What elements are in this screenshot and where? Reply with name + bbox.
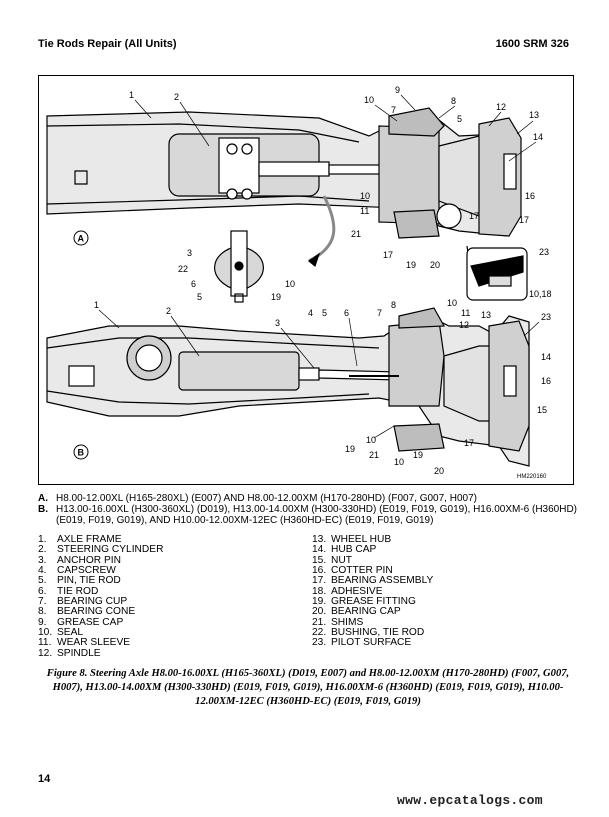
callout-number: 16	[541, 376, 551, 386]
callout-number: 8	[451, 96, 456, 106]
callout-number: 2	[166, 306, 171, 316]
callout-number: 20	[434, 466, 444, 476]
legend-item: 1.AXLE FRAME	[38, 534, 122, 545]
legend-item: 23.PILOT SURFACE	[312, 637, 412, 649]
legend-item: 15.NUT	[312, 554, 352, 566]
view-b-label: B	[78, 448, 85, 458]
callout-number: 7	[377, 308, 382, 318]
legend-item: 13.WHEEL HUB	[312, 534, 392, 545]
legend-item: 21.SHIMS	[312, 616, 364, 628]
callout-number: 23	[539, 247, 549, 257]
callout-number: 19	[345, 444, 355, 454]
legend-item: 10.SEAL	[38, 627, 84, 639]
view-a-label: A	[78, 234, 85, 244]
callout-number: 5	[197, 292, 202, 302]
variant-letter: A.	[38, 493, 48, 504]
callout-number: 3	[275, 318, 280, 328]
page-number: 14	[38, 773, 51, 785]
callout-number: 17	[519, 215, 529, 225]
callout-number: 14	[541, 352, 551, 362]
legend-item: 18.ADHESIVE	[312, 585, 383, 597]
legend-item: 3.ANCHOR PIN	[38, 554, 121, 566]
callout-number: 15	[537, 405, 547, 415]
legend-item: 5.PIN, TIE ROD	[38, 575, 121, 587]
callout-number: 23	[541, 312, 551, 322]
legend-item: 2.STEERING CYLINDER	[38, 544, 164, 556]
model-variants: A. H8.00-12.00XL (H165-280XL) (E007) AND…	[38, 493, 578, 526]
legend-item: 16.COTTER PIN	[312, 565, 393, 577]
variant-b: B. H13.00-16.00XL (H300-360XL) (D019), H…	[38, 504, 578, 526]
callout-number: 1	[129, 90, 134, 100]
callout-number: 7	[391, 105, 396, 115]
callout-number: 13	[529, 110, 539, 120]
variant-letter: B.	[38, 504, 48, 515]
axle-drawing: A B 1 2 10 9 8 7 5 12 13 14 16 17 17 10 …	[46, 85, 552, 480]
callout-number: 5	[322, 308, 327, 318]
callout-number: 11	[360, 206, 369, 216]
callout-number: 11	[461, 308, 470, 318]
legend-item: 9.GREASE CAP	[38, 616, 124, 628]
legend-item: 20.BEARING CAP	[312, 606, 401, 618]
watermark: www.epcatalogs.com	[397, 793, 543, 808]
manual-code: 1600 SRM 326	[495, 38, 569, 50]
callout-number: 20	[430, 260, 440, 270]
legend-item: 17.BEARING ASSEMBLY	[312, 575, 434, 587]
variant-text: H13.00-16.00XL (H300-360XL) (D019), H13.…	[56, 504, 578, 526]
callout-number: 10,18	[529, 289, 552, 299]
legend-item: 12.SPINDLE	[38, 647, 101, 659]
callout-number: 4	[308, 308, 313, 318]
callout-number: 19	[413, 450, 423, 460]
callout-number: 10	[394, 457, 404, 467]
callout-number: 5	[457, 114, 462, 124]
callout-number: 21	[351, 229, 361, 239]
callout-number: 8	[391, 300, 396, 310]
callout-number: 17	[469, 211, 479, 221]
leader-lines	[98, 94, 540, 439]
callout-number: 6	[191, 279, 196, 289]
callout-number: 6	[344, 308, 349, 318]
callout-number: 10	[285, 279, 295, 289]
callout-number: 10	[366, 435, 376, 445]
section-title: Tie Rods Repair (All Units)	[38, 38, 177, 50]
parts-legend-left: 1.AXLE FRAME 2.STEERING CYLINDER 3.ANCHO…	[38, 534, 298, 659]
callout-number: 17	[383, 250, 393, 260]
legend-item: 11.WEAR SLEEVE	[38, 637, 131, 649]
legend-item: 4.CAPSCREW	[38, 565, 116, 577]
legend-item: 6.TIE ROD	[38, 585, 99, 597]
callout-number: 1	[94, 300, 99, 310]
legend-item: 7.BEARING CUP	[38, 596, 128, 608]
callout-number: 3	[187, 248, 192, 258]
callout-number: 9	[395, 85, 400, 95]
legend-item: 14.HUB CAP	[312, 544, 377, 556]
callout-number: 12	[459, 320, 469, 330]
callout-number: 17	[464, 438, 474, 448]
callout-number: 14	[533, 132, 543, 142]
callout-number: 19	[406, 260, 416, 270]
figure-caption: Figure 8. Steering Axle H8.00-16.00XL (H…	[46, 668, 570, 707]
parts-legend-right: 13.WHEEL HUB 14.HUB CAP 15.NUT 16.COTTER…	[312, 534, 572, 649]
callout-number: 10	[360, 191, 370, 201]
callout-number: 16	[525, 191, 535, 201]
callout-number: 19	[271, 292, 281, 302]
variant-a: A. H8.00-12.00XL (H165-280XL) (E007) AND…	[38, 493, 578, 504]
view-a-drawing	[46, 107, 528, 303]
callouts-view-b: 1 2 3 4 5 6 7 8 10 11 12 13 23 14 16 15 …	[94, 298, 551, 476]
callout-number: 13	[481, 310, 491, 320]
callout-number: 10	[364, 95, 374, 105]
callouts-view-a: 1 2 10 9 8 7 5 12 13 14 16 17 17 10 11 2…	[129, 85, 552, 302]
figure-code: HM220160	[517, 474, 547, 480]
steering-axle-figure: A B 1 2 10 9 8 7 5 12 13 14 16 17 17 10 …	[38, 75, 574, 485]
view-b-drawing	[46, 307, 530, 467]
callout-number: 21	[369, 450, 379, 460]
legend-item: 8.BEARING CONE	[38, 606, 136, 618]
variant-text: H8.00-12.00XL (H165-280XL) (E007) AND H8…	[56, 493, 477, 504]
legend-item: 19.GREASE FITTING	[312, 596, 416, 608]
callout-number: 10	[447, 298, 457, 308]
legend-item: 22.BUSHING, TIE ROD	[312, 627, 425, 639]
callout-number: 12	[496, 102, 506, 112]
callout-number: 2	[174, 92, 179, 102]
callout-number: 22	[178, 264, 188, 274]
